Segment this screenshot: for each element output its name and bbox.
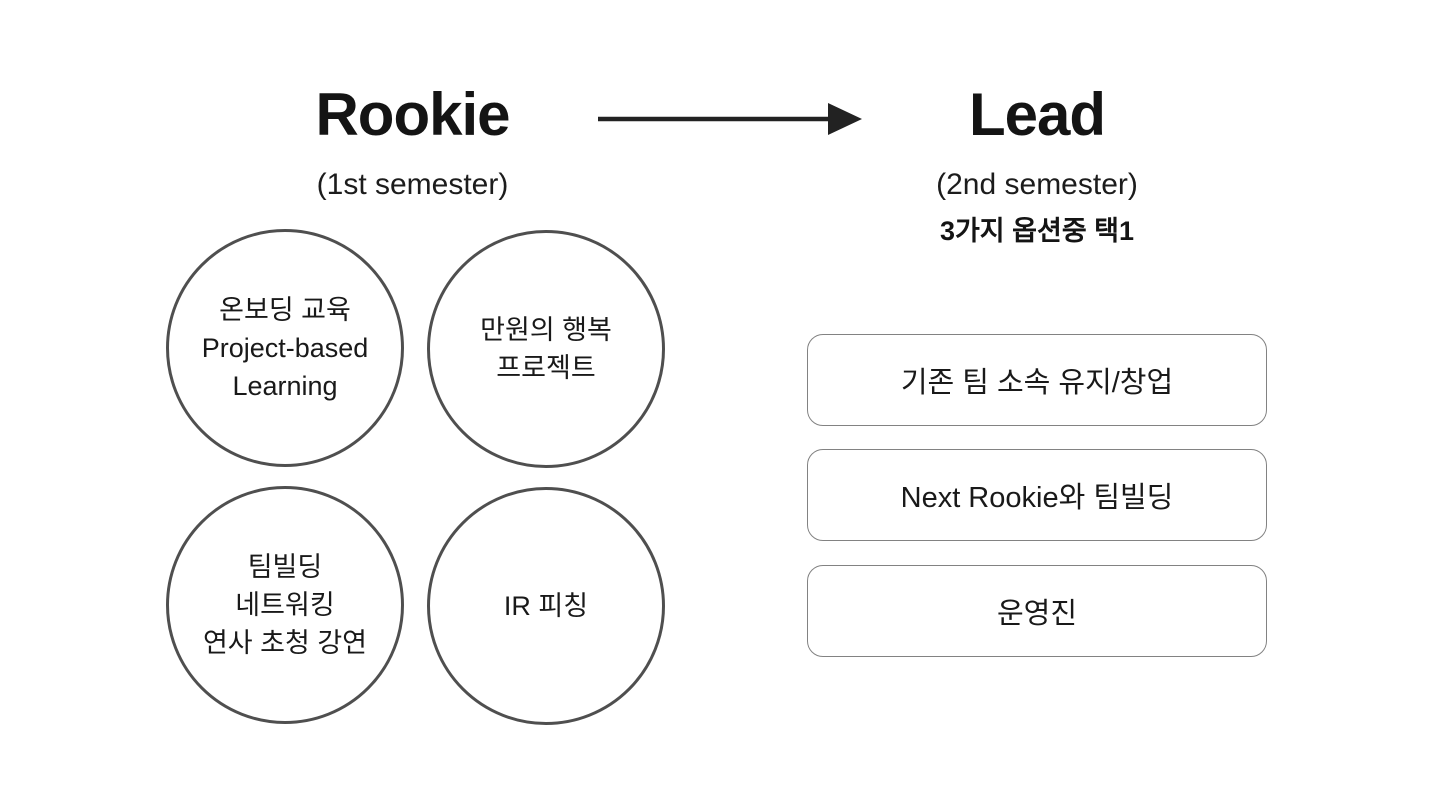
option-label: Next Rookie와 팀빌딩	[900, 482, 1174, 514]
option-label: 기존 팀 소속 유지/창업	[900, 367, 1174, 399]
option-box-operations-staff: 운영진	[807, 565, 1267, 657]
lead-options-note: 3가지 옵션중 택1	[939, 216, 1135, 246]
option-label: 운영진	[996, 598, 1078, 630]
circle-onboarding-education: 온보딩 교육 Project-based Learning	[166, 229, 404, 467]
rookie-title: Rookie	[315, 81, 510, 148]
lead-title: Lead	[968, 81, 1106, 148]
circle-text: 팀빌딩 네트워킹 연사 초청 강연	[202, 552, 368, 658]
circle-text: IR 피칭	[503, 591, 589, 621]
arrow-right-icon	[598, 103, 862, 135]
rookie-header: Rookie (1st semester)	[165, 84, 660, 202]
circle-ir-pitching: IR 피칭	[427, 487, 665, 725]
circle-manwon-happiness-project: 만원의 행복 프로젝트	[427, 230, 665, 468]
option-box-teambuild-with-next-rookie: Next Rookie와 팀빌딩	[807, 449, 1267, 541]
circle-teambuilding-networking: 팀빌딩 네트워킹 연사 초청 강연	[166, 486, 404, 724]
lead-subtitle: (2nd semester)	[936, 168, 1138, 201]
circle-text: 온보딩 교육 Project-based Learning	[201, 295, 369, 401]
circle-text: 만원의 행복 프로젝트	[480, 315, 612, 383]
rookie-subtitle: (1st semester)	[316, 168, 509, 201]
option-box-keep-team-or-startup: 기존 팀 소속 유지/창업	[807, 334, 1267, 426]
lead-header: Lead (2nd semester) 3가지 옵션중 택1	[787, 84, 1287, 247]
